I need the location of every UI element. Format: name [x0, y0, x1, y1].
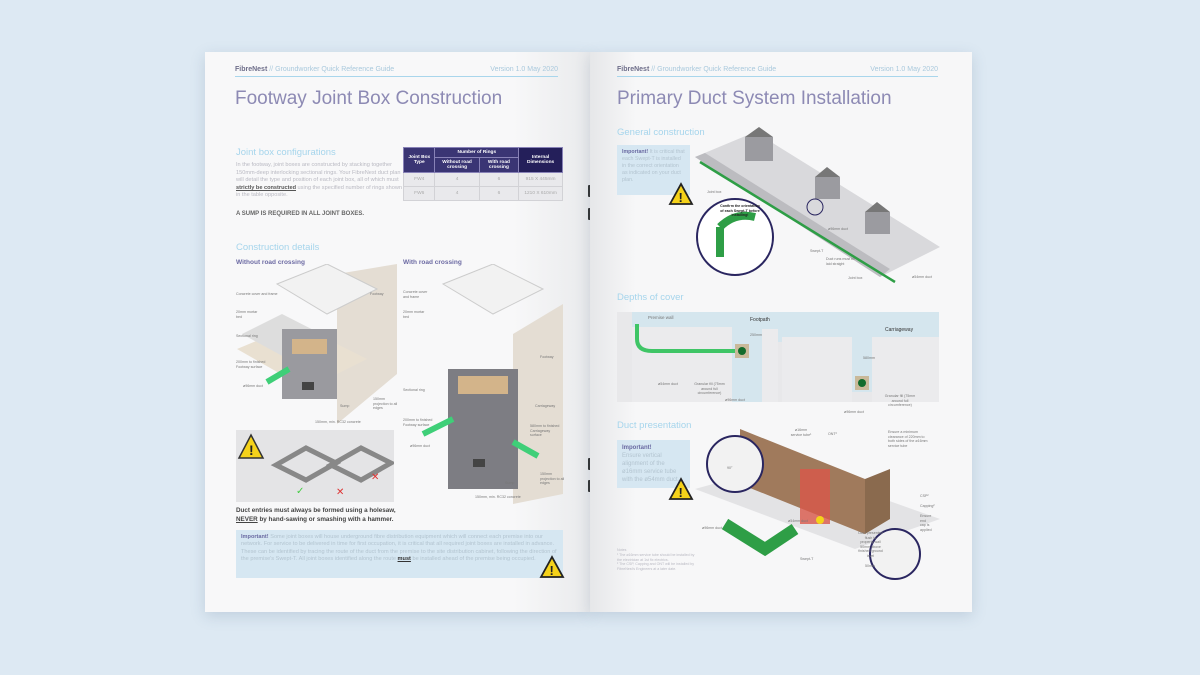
label: Sump	[340, 404, 350, 408]
label: Swept-T	[810, 249, 824, 253]
wall-diagram	[695, 429, 940, 580]
label: 90°	[727, 466, 733, 470]
svg-text:!: !	[249, 442, 254, 458]
label: 200mm to finished Footway surface	[236, 360, 266, 369]
label: Carriageway	[885, 327, 914, 333]
label: Sump	[505, 481, 515, 485]
label: ø96mm duct	[410, 444, 430, 448]
duct-entry-warning: Duct entries must always be formed using…	[236, 507, 396, 523]
label: Carriageway	[535, 404, 556, 408]
label: CSP²	[920, 494, 929, 498]
label: Footway	[370, 292, 384, 296]
page-header: FibreNest // Groundworker Quick Referenc…	[617, 66, 938, 77]
label: 200mm to finished Footway surface	[403, 418, 433, 427]
page-header: FibreNest // Groundworker Quick Referenc…	[235, 66, 558, 77]
right-page: FibreNest // Groundworker Quick Referenc…	[590, 52, 972, 612]
label: Footpath	[750, 317, 770, 323]
label: ø16mm service tube¹	[790, 428, 812, 437]
label: Duct runs must be laid straight	[826, 257, 856, 266]
label: Capping²	[920, 504, 935, 508]
label: 50mm	[865, 564, 875, 568]
section-heading: Duct presentation	[617, 420, 692, 431]
label: ø96mm duct	[844, 410, 864, 414]
section-heading: Joint box configurations	[236, 147, 336, 158]
binding-staple	[588, 185, 591, 197]
label: 580mm	[863, 356, 875, 360]
warning-icon: !	[539, 555, 565, 578]
label: Concrete cover and frame	[403, 290, 428, 299]
label: 580mm to finished Carriageway surface	[530, 424, 560, 437]
depth-diagram	[617, 312, 939, 402]
svg-text:!: !	[550, 563, 554, 578]
label: Concrete cover and frame	[236, 292, 278, 296]
joint-box-diagram-without	[237, 264, 397, 424]
label: Ensure end cap is applied	[920, 514, 932, 532]
config-text: In the footway, joint boxes are construc…	[236, 162, 403, 199]
label: 250mm	[750, 333, 762, 337]
svg-text:✓: ✓	[296, 486, 304, 497]
label: ø96mm duct	[702, 526, 722, 530]
brand: FibreNest	[235, 66, 268, 73]
page-title: Primary Duct System Installation	[617, 88, 892, 109]
label: ONT²	[828, 432, 837, 436]
joint-box-diagram-with	[421, 264, 563, 504]
brand: FibreNest	[617, 66, 650, 73]
warning-icon: !	[668, 182, 694, 205]
left-page: FibreNest // Groundworker Quick Referenc…	[205, 52, 590, 612]
label: Joint box	[848, 276, 863, 280]
label: Granular fill (75mm around full circumfe…	[694, 382, 725, 395]
section-heading: General construction	[617, 127, 705, 138]
svg-text:✕: ✕	[371, 472, 379, 483]
svg-text:✕: ✕	[336, 487, 344, 498]
label: Granular fill (75mm around full circumfe…	[884, 394, 916, 407]
label: ø54mm duct	[912, 275, 932, 279]
label: ø54mm duct	[788, 519, 808, 523]
label: Joint box	[707, 190, 722, 194]
label: ø96mm duct	[725, 398, 745, 402]
important-box: Important! Some joint boxes will house u…	[236, 530, 563, 578]
section-heading: Construction details	[236, 242, 320, 253]
page-title: Footway Joint Box Construction	[235, 88, 503, 109]
svg-text:!: !	[679, 485, 683, 500]
label: Sectional ring	[236, 334, 258, 338]
subheading-without: Without road crossing	[236, 259, 305, 266]
binding-staple	[588, 480, 591, 492]
label: 150mm projection to all edges	[373, 397, 398, 410]
binding-staple	[588, 458, 591, 470]
sump-note: A SUMP IS REQUIRED IN ALL JOINT BOXES.	[236, 211, 365, 217]
label: 150mm, min. RC32 concrete	[315, 420, 361, 424]
subheading-with: With road crossing	[403, 259, 462, 266]
important-box: Important! It is critical that each Swep…	[617, 145, 690, 195]
warning-icon: !	[668, 477, 694, 500]
street-diagram	[695, 127, 940, 284]
binding-staple	[588, 208, 591, 220]
label: 20mm mortar bed	[403, 310, 425, 319]
svg-text:!: !	[679, 190, 683, 205]
label: ø96mm duct	[828, 227, 848, 231]
label: Swept-T	[800, 557, 814, 561]
warning-icon	[237, 433, 265, 459]
label: ø54mm duct	[658, 382, 678, 386]
guide-title: // Groundworker Quick Reference Guide	[649, 66, 777, 73]
label: 150mm, min. RC32 concrete	[475, 495, 521, 499]
label: Ensure a minimum clearance of 220mm to b…	[888, 430, 928, 448]
label: Confirm the orientation of each Swept-T …	[720, 204, 760, 217]
label: Premise wall	[648, 315, 674, 320]
guide-title: // Groundworker Quick Reference Guide	[267, 66, 395, 73]
holesaw-illustration: ! ✓ ✕ ✕	[236, 430, 397, 502]
label: 150mm projection to all edges	[540, 472, 565, 485]
label: ø96mm duct	[243, 384, 263, 388]
label: 20mm mortar bed	[236, 310, 258, 319]
label: Footway	[540, 355, 554, 359]
important-box: Important!Ensure vertical alignment of t…	[617, 440, 690, 488]
label: Duct presented flush to property wall 50…	[858, 531, 883, 558]
label: Sectional ring	[403, 388, 425, 392]
version: Version 1.0 May 2020	[490, 66, 558, 73]
version: Version 1.0 May 2020	[870, 66, 938, 73]
section-heading: Depths of cover	[617, 292, 684, 303]
